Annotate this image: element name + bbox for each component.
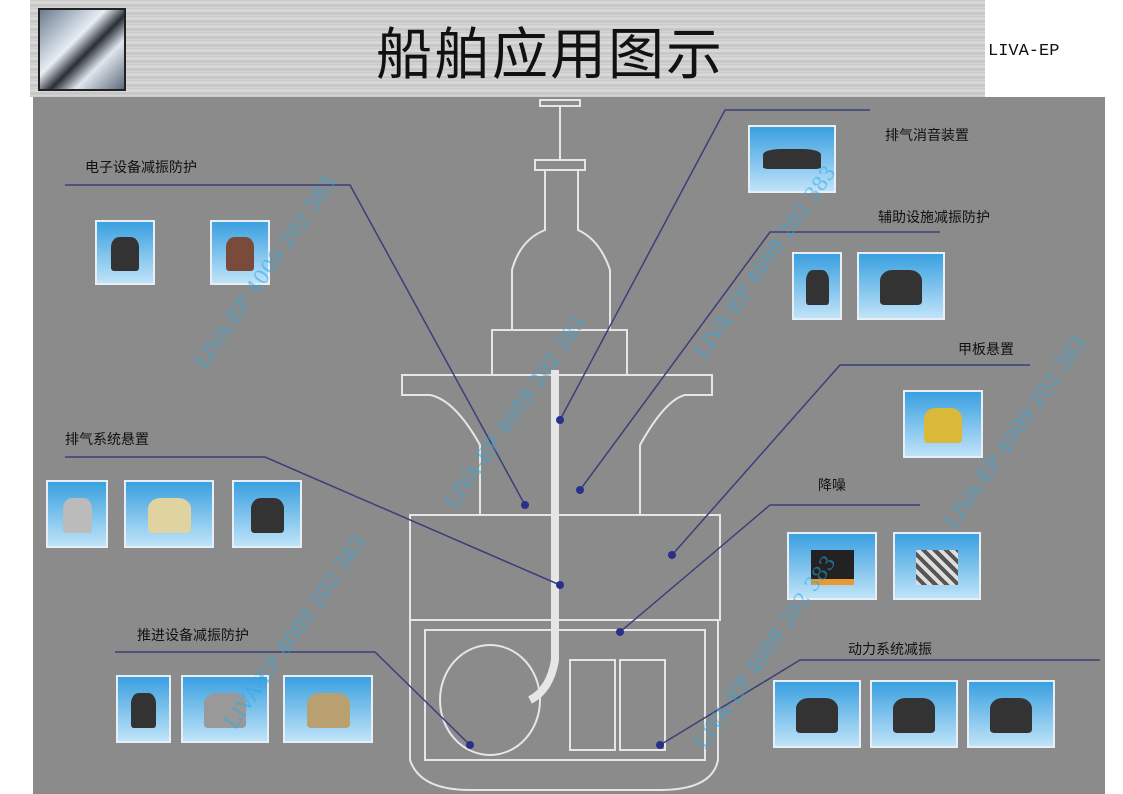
ship-outline [401, 99, 721, 791]
product-photo [748, 125, 836, 193]
submarine-photo [38, 8, 126, 91]
product-photo [116, 675, 171, 743]
product-photo [893, 532, 981, 600]
brand-label: LIVA-EP [988, 42, 1060, 61]
product-photo [792, 252, 842, 320]
product-photo [773, 680, 861, 748]
title-banner [30, 0, 985, 97]
product-photo [95, 220, 155, 285]
leader-lines [65, 109, 1100, 746]
label-propulsion: 推进设备减振防护 [137, 628, 249, 644]
product-photo [124, 480, 214, 548]
product-photo [181, 675, 269, 743]
label-power: 动力系统减振 [848, 642, 932, 658]
product-photo [870, 680, 958, 748]
label-exhaust-silencer: 排气消音装置 [885, 128, 969, 144]
product-photo [210, 220, 270, 285]
product-photo [283, 675, 373, 743]
label-auxiliary: 辅助设施减振防护 [878, 210, 990, 226]
label-electronics: 电子设备减振防护 [85, 160, 197, 176]
product-photo [857, 252, 945, 320]
label-deck: 甲板悬置 [958, 342, 1014, 358]
product-photo [967, 680, 1055, 748]
product-photo [787, 532, 877, 600]
callout-dots [466, 416, 676, 749]
product-photo [232, 480, 302, 548]
product-photo [46, 480, 108, 548]
label-exhaust-system: 排气系统悬置 [65, 432, 149, 448]
label-noise: 降噪 [818, 478, 846, 494]
product-photo [903, 390, 983, 458]
page-title: 船舶应用图示 [376, 23, 724, 88]
